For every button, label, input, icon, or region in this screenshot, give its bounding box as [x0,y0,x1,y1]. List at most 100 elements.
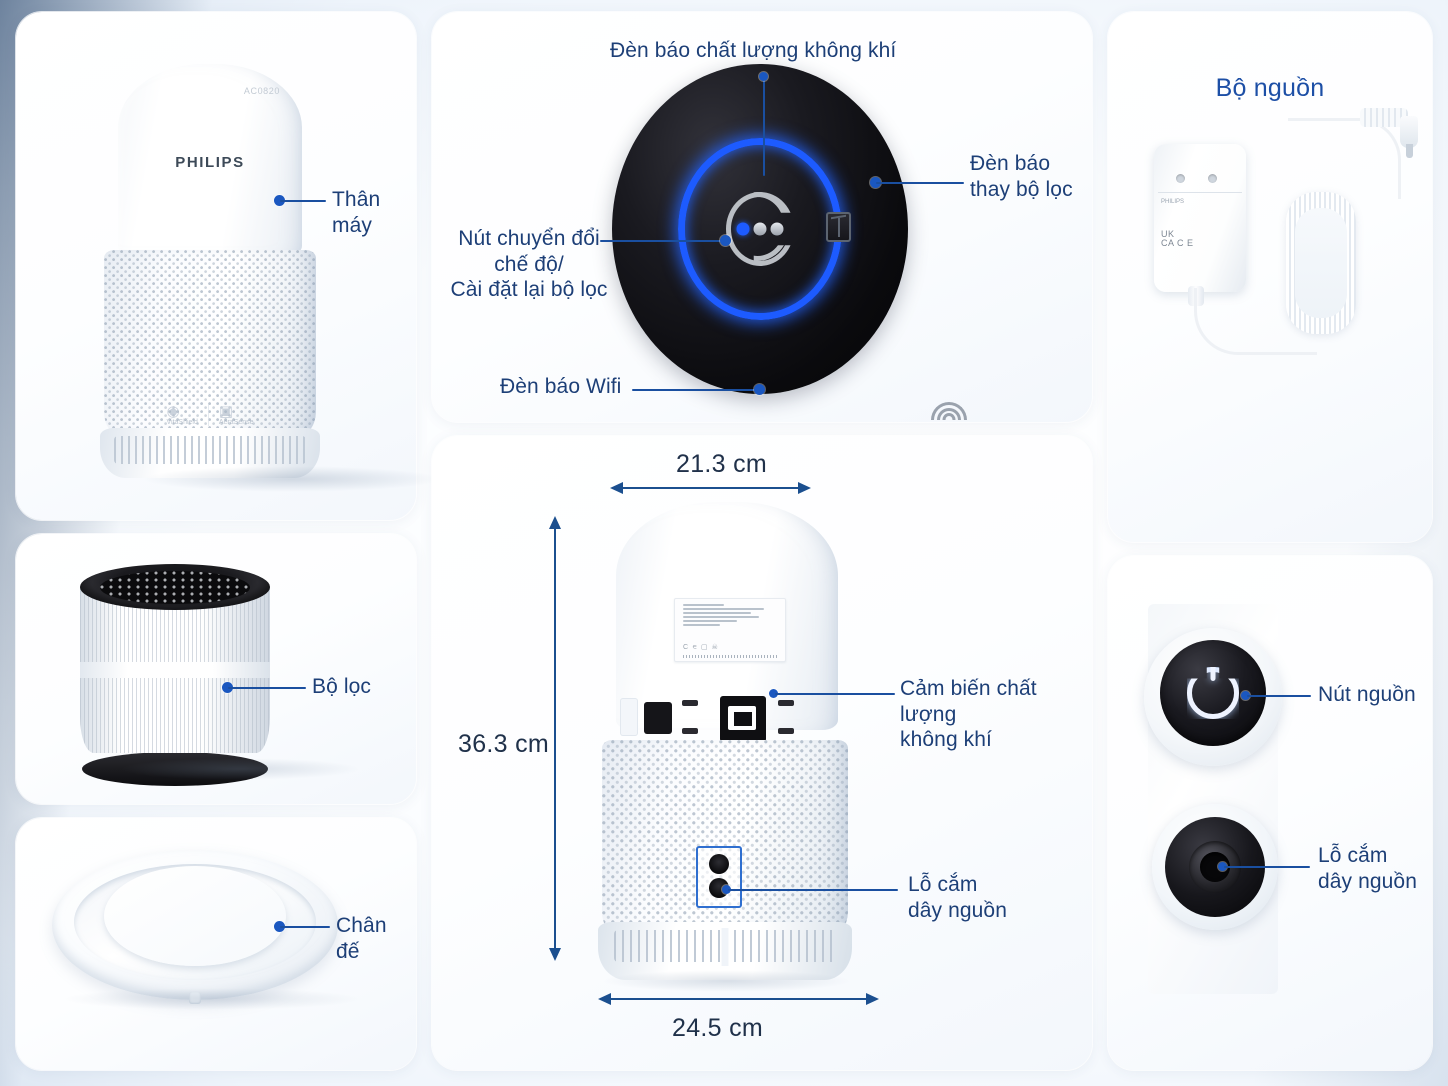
panel-buttons: Nút nguồn Lỗ cắm dây nguồn [1108,556,1432,1070]
filter-image [80,564,360,786]
sticker-text-lines [683,604,780,628]
arrow-left-width-top [610,482,623,494]
vitashield-icon: ◉ [166,403,180,420]
dc-plug-pin [1406,144,1413,158]
panel-dimensions: C ∊ ▢ ☠ 21.3 cm 36.3 cm 24.5 [432,436,1092,1070]
label-wifi-light: Đèn báo Wifi [500,375,622,398]
mode-dots-icon [736,222,784,236]
wifi-icon [931,396,967,420]
filter-bottom-cap [82,752,268,786]
dc-plug-grip [1360,108,1408,127]
adapter-prong-left [1176,174,1185,183]
callout-dot-filter-light [870,177,881,188]
back-tab-bottom-right [778,728,794,734]
adapter-cord-lower [1194,288,1317,355]
callout-line-power-socket [1224,866,1310,868]
callout-line-wifi [632,389,760,391]
callout-line-air-quality [763,72,765,176]
purifier-back-vents [614,930,836,962]
socket-middle [1189,841,1241,893]
mode-dot-3 [770,222,784,236]
drop-shadow [62,988,362,1010]
panel-power-supply: Bộ nguồn PHILIPS UK CA C E [1108,12,1432,542]
back-port-area [606,692,844,746]
adapter-cord-upper [1288,118,1401,199]
purifier-back-top-shell: C ∊ ▢ ☠ [616,502,838,730]
adapter-certification-marks: UK CA C E [1161,229,1194,249]
label-body: Thân máy [332,188,381,237]
callout-dot-mode [720,235,731,246]
label-filter: Bộ lọc [312,675,371,698]
panel-control: Đèn báo chất lượng không khí Đèn báo tha… [432,12,1092,422]
purifier-mesh-grille: ◉VitaShield ▣AeraSense [104,250,316,438]
label-mode-button: Nút chuyển đổi chế độ/ Cài đặt lại bộ lọ… [450,227,608,302]
aerasense-label: AeraSense [218,419,254,426]
arrow-right-width-bottom [866,993,879,1005]
icon-divider [207,404,209,426]
arrow-down-height [549,948,561,961]
callout-line-body [280,200,326,202]
base-image [52,850,362,1010]
callout-line-sensor [775,693,895,695]
label-power-socket-dims: Lỗ cắm dây nguồn [908,873,1007,922]
socket-hole-upper [709,854,729,874]
dimension-line-width-bottom [610,998,866,1000]
mode-dot-1 [736,222,750,236]
panel-base: Chân đế [16,818,416,1070]
purifier-vents [114,436,306,464]
callout-dot-base [274,921,285,932]
callout-line-socket [728,889,898,891]
filter-top-cap [80,564,270,610]
purifier-back-base-ring [598,922,852,980]
back-tab-top-right [778,700,794,706]
callout-dot-sensor [769,689,778,698]
purifier-back-image: C ∊ ▢ ☠ [592,502,862,992]
power-socket-highlight [696,846,742,908]
callout-line-filter-light [876,182,964,184]
base-inner-platform [104,866,286,966]
mode-switch-button[interactable] [726,192,794,266]
purifier-back-mesh-grille [602,740,848,938]
control-panel-disc [612,64,967,420]
model-code-text: AC0820 [243,86,280,96]
label-base: Chân đế [336,914,387,963]
cord-coil [1286,192,1356,334]
dimension-width-bottom-text: 24.5 cm [672,1014,764,1042]
dimension-line-width-top [622,487,798,489]
drop-shadow [120,758,360,780]
arrow-left-width-bottom [598,993,611,1005]
callout-dot-body [274,195,285,206]
panel-body: AC0820 PHILIPS ◉VitaShield ▣AeraSense Th… [16,12,442,520]
label-power-socket-buttons: Lỗ cắm dây nguồn [1318,844,1417,893]
drop-shadow [142,466,442,492]
power-supply-title: Bộ nguồn [1215,74,1325,102]
arrow-up-height [549,516,561,529]
power-adapter-image: PHILIPS UK CA C E [1154,144,1246,306]
label-power-button: Nút nguồn [1318,683,1416,706]
dc-plug-tip [1400,116,1418,148]
back-slot [644,702,672,734]
adapter-seam [1158,192,1242,193]
base-notch [189,992,201,1004]
power-button[interactable] [1160,640,1266,746]
air-quality-sensor-module [720,696,766,742]
purifier-front-image: AC0820 PHILIPS ◉VitaShield ▣AeraSense [96,64,442,492]
drop-shadow [602,970,852,992]
callout-dot-power-socket [1218,862,1227,871]
brand-logo-text: PHILIPS [175,154,245,171]
callout-dot-socket [722,885,731,894]
purifier-top-shell: AC0820 PHILIPS [118,64,302,256]
feature-icons: ◉VitaShield ▣AeraSense [104,404,316,426]
back-tab-bottom-left [682,728,698,734]
power-icon [1187,667,1239,719]
aerasense-icon: ▣ [218,403,234,420]
panel-filter: Bộ lọc [16,534,416,804]
callout-line-power-button [1247,695,1311,697]
label-air-quality-light: Đèn báo chất lượng không khí [610,39,897,62]
arrow-right-width-top [798,482,811,494]
rating-label-sticker: C ∊ ▢ ☠ [674,598,786,662]
filter-pleated-body [80,587,270,753]
purifier-base-ring [100,428,320,478]
adapter-label-brand: PHILIPS [1161,199,1185,205]
callout-dot-filter [222,682,233,693]
